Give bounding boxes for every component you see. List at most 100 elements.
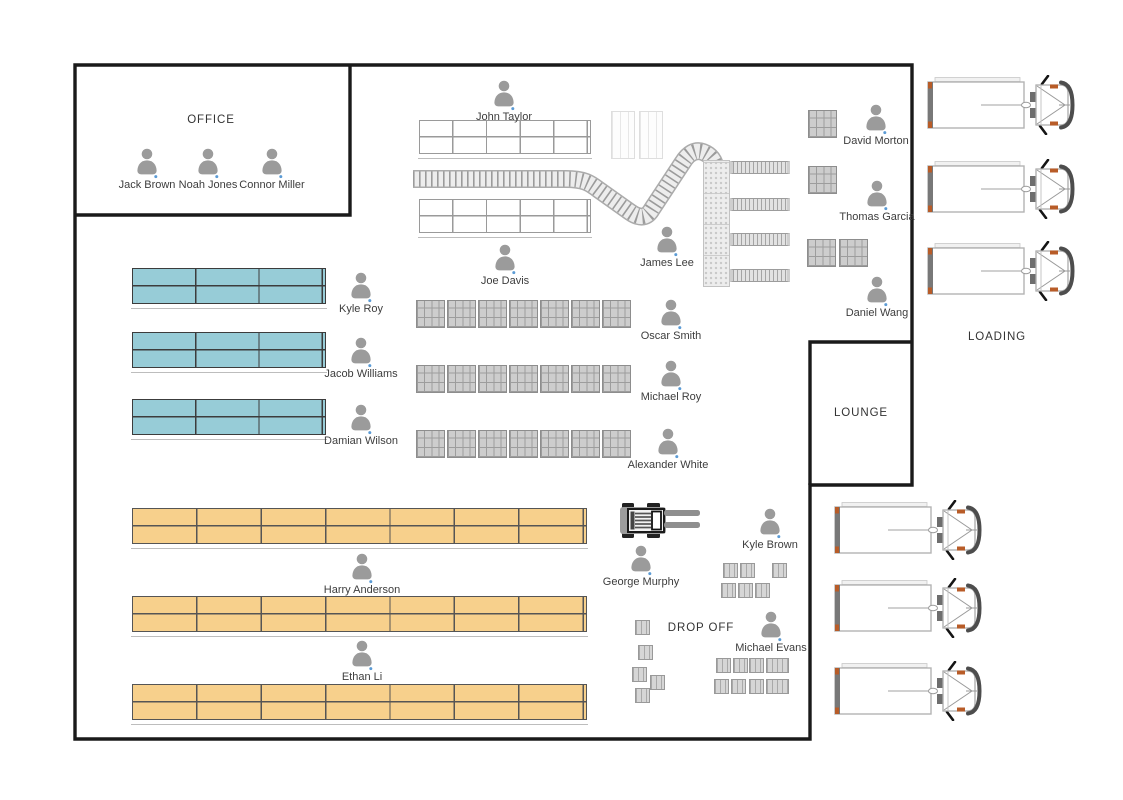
person-daniel-wang: Daniel Wang: [846, 276, 908, 319]
pallet: [540, 300, 569, 328]
crate: [723, 563, 738, 578]
crate: [740, 563, 755, 578]
person-michael-roy: Michael Roy: [641, 360, 701, 403]
drop-off-label: DROP OFF: [667, 622, 735, 634]
crate: [749, 679, 764, 694]
pallet: [509, 365, 538, 393]
crate: [721, 583, 736, 598]
crate: [635, 688, 650, 703]
white-shelf: [418, 120, 592, 159]
person-icon: [135, 148, 159, 179]
crate: [733, 658, 748, 673]
truck: [926, 75, 1075, 135]
person-jacob-williams: Jacob Williams: [324, 337, 398, 380]
pallet: [839, 239, 868, 267]
conveyor-column: [703, 160, 730, 287]
crate: [772, 563, 787, 578]
person-icon: [865, 276, 889, 307]
person-name: Alexander White: [627, 459, 709, 471]
crate: [714, 679, 729, 694]
person-icon: [260, 148, 284, 179]
person-icon: [349, 404, 373, 435]
person-icon: [350, 640, 374, 671]
white-shelf: [418, 199, 592, 238]
crate: [749, 658, 764, 673]
pallet: [447, 300, 476, 328]
blue-shelf: [131, 332, 327, 373]
truck: [833, 578, 982, 638]
roller-conveyor: [730, 269, 790, 282]
empty-pallet: [639, 111, 663, 159]
person-name: Harry Anderson: [323, 584, 401, 596]
blue-shelf: [131, 399, 327, 440]
person-name: Michael Roy: [640, 391, 702, 403]
roller-conveyor: [730, 161, 790, 174]
person-oscar-smith: Oscar Smith: [641, 299, 701, 342]
person-name: Michael Evans: [735, 642, 807, 654]
person-david-morton: David Morton: [843, 104, 909, 147]
pallet: [416, 365, 445, 393]
pallet: [416, 300, 445, 328]
truck: [926, 159, 1075, 219]
pallet: [808, 166, 837, 194]
forklift: [620, 503, 700, 538]
person-icon: [493, 244, 517, 275]
person-icon: [865, 180, 889, 211]
person-icon: [492, 80, 516, 111]
empty-pallet: [611, 111, 635, 159]
pallet: [416, 430, 445, 458]
conveyor-belt: [413, 142, 725, 226]
person-alexander-white: Alexander White: [628, 428, 708, 471]
pallet: [447, 365, 476, 393]
person-michael-evans: Michael Evans: [735, 611, 807, 654]
person-kyle-roy: Kyle Roy: [339, 272, 383, 315]
person-name: George Murphy: [602, 576, 680, 588]
pallet: [478, 430, 507, 458]
truck: [926, 241, 1075, 301]
person-icon: [659, 360, 683, 391]
person-john-taylor: John Taylor: [476, 80, 532, 123]
person-name: Ethan Li: [341, 671, 383, 683]
person-icon: [350, 553, 374, 584]
person-name: Kyle Roy: [338, 303, 384, 315]
orange-shelf: [131, 596, 588, 637]
person-icon: [196, 148, 220, 179]
person-name: Connor Miller: [239, 179, 305, 191]
orange-shelf: [131, 508, 588, 549]
person-icon: [349, 272, 373, 303]
building-walls: [73, 63, 914, 741]
person-icon: [758, 508, 782, 539]
loading-label: LOADING: [967, 331, 1027, 343]
person-noah-jones: Noah Jones: [179, 148, 237, 191]
person-name: Kyle Brown: [742, 539, 798, 551]
crate: [632, 667, 647, 682]
pallet: [447, 430, 476, 458]
roller-conveyor: [730, 233, 790, 246]
office-label: OFFICE: [187, 114, 235, 126]
person-connor-miller: Connor Miller: [239, 148, 305, 191]
roller-conveyor: [730, 198, 790, 211]
person-name: Noah Jones: [178, 179, 238, 191]
person-name: Joe Davis: [480, 275, 530, 287]
person-name: John Taylor: [475, 111, 533, 123]
pallet: [602, 430, 631, 458]
crate: [635, 620, 650, 635]
pallet: [808, 110, 837, 138]
person-joe-davis: Joe Davis: [481, 244, 529, 287]
person-thomas-garcia: Thomas Garcia: [839, 180, 915, 223]
person-icon: [659, 299, 683, 330]
pallet: [602, 365, 631, 393]
crate: [766, 679, 789, 694]
trucks: [833, 75, 1075, 721]
person-name: James Lee: [640, 257, 694, 269]
pallet: [571, 300, 600, 328]
person-icon: [864, 104, 888, 135]
person-james-lee: James Lee: [640, 226, 694, 269]
pallet: [478, 300, 507, 328]
crate: [766, 658, 789, 673]
pallet: [509, 430, 538, 458]
crate: [650, 675, 665, 690]
person-harry-anderson: Harry Anderson: [324, 553, 400, 596]
person-icon: [629, 545, 653, 576]
